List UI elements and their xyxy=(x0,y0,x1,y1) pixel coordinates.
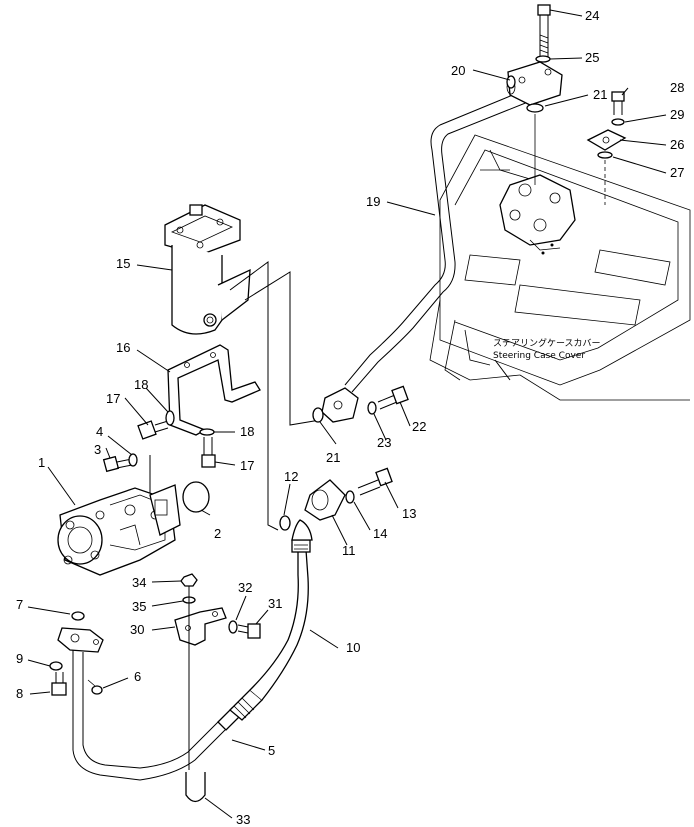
label-2: 2 xyxy=(214,526,221,541)
bracket-16 xyxy=(167,344,261,436)
filter-15 xyxy=(164,204,251,335)
bolt-17b xyxy=(201,437,216,468)
washer-25 xyxy=(535,55,551,63)
washer-18a xyxy=(165,410,175,426)
oring-27 xyxy=(597,151,613,159)
label-22: 22 xyxy=(412,419,426,434)
label-23: 23 xyxy=(377,435,391,450)
bolt-31 xyxy=(237,623,261,639)
label-32: 32 xyxy=(238,580,252,595)
steering-case-body xyxy=(429,134,691,401)
label-30: 30 xyxy=(130,622,144,637)
label-35: 35 xyxy=(132,599,146,614)
leader-lines xyxy=(27,9,667,819)
washer-23 xyxy=(367,401,377,415)
label-3: 3 xyxy=(94,442,101,457)
washer-4 xyxy=(128,453,138,467)
label-15: 15 xyxy=(116,256,130,271)
label-10: 10 xyxy=(346,640,360,655)
oring-12 xyxy=(279,515,291,531)
plate-26 xyxy=(586,129,627,151)
label-27: 27 xyxy=(670,165,684,180)
bolt-22 xyxy=(377,385,409,410)
note-case-cover-en: Steering Case Cover xyxy=(493,351,585,361)
label-20: 20 xyxy=(451,63,465,78)
bolt-28 xyxy=(611,91,625,115)
bolt-13 xyxy=(357,467,393,496)
label-29: 29 xyxy=(670,107,684,122)
label-28: 28 xyxy=(670,80,684,95)
bolt-24 xyxy=(537,4,551,60)
tube-19 xyxy=(344,91,529,393)
label-21a: 21 xyxy=(326,450,340,465)
label-1: 1 xyxy=(38,455,45,470)
part-labels: 1 2 3 4 5 6 7 8 9 10 11 12 13 14 15 16 1… xyxy=(16,8,684,827)
label-25: 25 xyxy=(585,50,599,65)
hose-5 xyxy=(72,650,263,781)
bolt-8 xyxy=(51,672,67,696)
hose-10 xyxy=(249,539,311,701)
label-6: 6 xyxy=(134,669,141,684)
label-9: 9 xyxy=(16,651,23,666)
label-5: 5 xyxy=(268,743,275,758)
flange-lower xyxy=(57,627,104,653)
label-8: 8 xyxy=(16,686,23,701)
bolt-3 xyxy=(102,455,133,473)
label-7: 7 xyxy=(16,597,23,612)
washer-29 xyxy=(611,118,625,126)
bracket-30 xyxy=(174,607,227,646)
oring-7 xyxy=(71,611,85,621)
label-31: 31 xyxy=(268,596,282,611)
label-18a: 18 xyxy=(134,377,148,392)
washer-32 xyxy=(228,620,238,634)
label-18b: 18 xyxy=(240,424,254,439)
label-34: 34 xyxy=(132,575,146,590)
plug-6 xyxy=(87,679,103,695)
label-13: 13 xyxy=(402,506,416,521)
oring-21-bottom xyxy=(312,407,324,423)
elbow-11 xyxy=(291,479,346,541)
oring-21-top xyxy=(526,103,544,113)
label-17a: 17 xyxy=(106,391,120,406)
washer-18b xyxy=(199,428,215,436)
label-26: 26 xyxy=(670,137,684,152)
label-12: 12 xyxy=(284,469,298,484)
bolt-17a xyxy=(137,420,169,440)
plug-20 xyxy=(506,75,516,89)
oring-2 xyxy=(182,481,210,513)
nut-34 xyxy=(180,573,198,587)
ubolt-33 xyxy=(185,772,206,803)
label-14: 14 xyxy=(373,526,387,541)
note-case-cover-jp: ステアリングケースカバー xyxy=(493,337,601,349)
label-16: 16 xyxy=(116,340,130,355)
washer-14 xyxy=(345,490,355,504)
washer-9 xyxy=(49,661,63,671)
steering-valve xyxy=(499,174,576,255)
flange-lower-19 xyxy=(321,387,359,423)
label-11: 11 xyxy=(342,543,356,558)
label-4: 4 xyxy=(96,424,103,439)
label-19: 19 xyxy=(366,194,380,209)
label-24: 24 xyxy=(585,8,599,23)
label-21b: 21 xyxy=(593,87,607,102)
label-33: 33 xyxy=(236,812,250,827)
pump-1 xyxy=(57,484,181,576)
label-17b: 17 xyxy=(240,458,254,473)
